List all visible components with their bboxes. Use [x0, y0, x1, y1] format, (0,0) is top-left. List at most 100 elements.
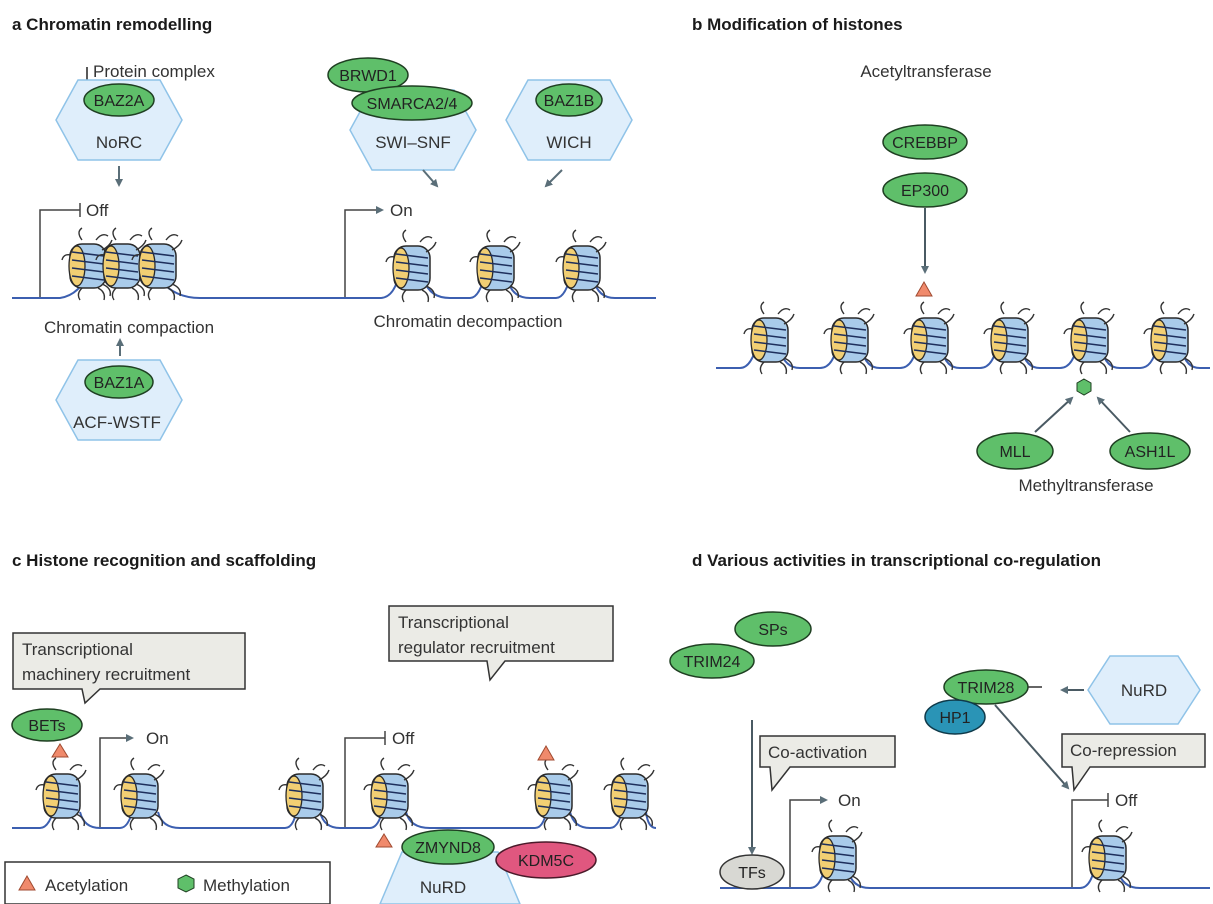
nucleosome-b2: [823, 301, 875, 375]
baz1a-label: BAZ1A: [94, 375, 145, 392]
ep300-label: EP300: [901, 183, 949, 200]
baz2a-label: BAZ2A: [94, 93, 145, 110]
ash1l-protein: [1109, 432, 1191, 470]
legend-methylation-label: Methylation: [203, 876, 290, 895]
panel-c-title: c Histone recognition and scaffolding: [12, 551, 316, 570]
corepression-arrow: [994, 704, 1070, 790]
compaction-label: Chromatin compaction: [44, 318, 214, 337]
on-promoter-d: [789, 796, 828, 888]
acetylation-mark-c1: [51, 743, 69, 758]
panel-d-title: d Various activities in transcriptional …: [692, 551, 1101, 570]
mll-protein: [976, 432, 1054, 470]
acetylation-mark-b: [915, 280, 933, 297]
bets-protein: [11, 708, 83, 742]
baz1b-protein: [535, 83, 603, 117]
nucleosome-b4: [983, 301, 1035, 375]
on-label-a: On: [390, 201, 413, 220]
ash1l-arrow: [1096, 396, 1131, 433]
legend-acetylation-label: Acetylation: [45, 876, 128, 895]
zmynd8-label: ZMYND8: [415, 840, 481, 857]
on-promoter-c: [99, 734, 134, 828]
hp1-label: HP1: [939, 710, 970, 727]
dna-strand-c: [12, 801, 657, 829]
nucleosome-c2: [113, 757, 165, 831]
decompaction-label: Chromatin decompaction: [374, 312, 563, 331]
baz2a-protein: [83, 83, 155, 117]
mll-arrow: [1034, 396, 1074, 433]
nucleosome-c3: [278, 757, 330, 831]
trim28-label: TRIM28: [958, 680, 1015, 697]
panel-a-title: a Chromatin remodelling: [12, 15, 212, 34]
machinery-callout-line2: machinery recruitment: [22, 665, 190, 684]
sps-protein: [734, 611, 812, 647]
dna-strand-a: [12, 269, 656, 299]
norc-label: NoRC: [96, 133, 142, 152]
panel-c: c Histone recognition and scaffolding Tr…: [4, 551, 657, 904]
nucleosome-b6: [1143, 301, 1195, 375]
protein-complex-label: Protein complex: [93, 62, 215, 81]
on-label-d: On: [838, 791, 861, 810]
zmynd8-protein: [401, 829, 495, 865]
swisnf-label: SWI–SNF: [375, 133, 451, 152]
dna-strand-d: [720, 859, 1210, 889]
on-label-c: On: [146, 729, 169, 748]
mll-label: MLL: [999, 444, 1030, 461]
baz1b-label: BAZ1B: [544, 93, 595, 110]
crebbp-protein: [882, 124, 968, 160]
legend-acetylation-icon: [18, 874, 36, 891]
nucleosome-c5: [527, 757, 579, 831]
acetylation-mark-c2: [537, 744, 555, 761]
off-promoter-d: [1071, 799, 1108, 888]
ash1l-label: ASH1L: [1125, 444, 1176, 461]
trim24-protein: [669, 643, 755, 679]
panel-d: d Various activities in transcriptional …: [669, 551, 1210, 893]
nucleosome-c1: [35, 757, 87, 831]
nucleosome-c4: [363, 757, 415, 831]
panel-a: a Chromatin remodelling Protein complex …: [12, 15, 656, 441]
brwd1-label: BRWD1: [339, 68, 397, 85]
kdm5c-label: KDM5C: [518, 853, 574, 870]
methyltransferase-label: Methyltransferase: [1018, 476, 1153, 495]
panel-b: b Modification of histones Acetyltransfe…: [692, 15, 1210, 495]
coactivation-label: Co-activation: [768, 743, 867, 762]
regulator-callout-line2: regulator recruitment: [398, 638, 555, 657]
smarca-label: SMARCA2/4: [367, 96, 458, 113]
nurd-label-d: NuRD: [1121, 681, 1167, 700]
nucleosome-b5: [1063, 301, 1115, 375]
corepression-callout: [1061, 733, 1206, 793]
acetyltransferase-label: Acetyltransferase: [860, 62, 991, 81]
off-label-d: Off: [1115, 791, 1138, 810]
acetylation-mark-c3: [375, 833, 393, 848]
crebbp-label: CREBBP: [892, 135, 958, 152]
tfs-label: TFs: [738, 865, 766, 882]
methylation-mark-b: [1076, 378, 1092, 396]
acf-label: ACF-WSTF: [73, 413, 161, 432]
coactivation-callout: [759, 735, 896, 792]
legend-methylation-icon: [177, 874, 195, 893]
kdm5c-protein: [495, 841, 597, 879]
legend-box: [4, 861, 331, 904]
off-promoter: [39, 209, 80, 298]
corepression-label: Co-repression: [1070, 741, 1177, 760]
regulator-callout: [388, 605, 614, 682]
wich-label: WICH: [546, 133, 591, 152]
dna-strand-b: [716, 339, 1210, 369]
ep300-protein: [882, 172, 968, 208]
nucleosome-b3: [903, 301, 955, 375]
hp1-protein: [924, 699, 986, 735]
off-label-a: Off: [86, 201, 109, 220]
wich-arrow: [544, 169, 563, 188]
sps-label: SPs: [758, 622, 787, 639]
smarca-protein: [351, 85, 473, 121]
swisnf-arrow: [422, 169, 439, 188]
tfs-protein: [719, 854, 785, 890]
off-label-c: Off: [392, 729, 415, 748]
baz1a-protein: [84, 365, 154, 399]
on-promoter: [344, 206, 384, 298]
nurd-complex-shape-d: [1087, 655, 1201, 725]
panel-b-title: b Modification of histones: [692, 15, 903, 34]
off-promoter-c: [344, 737, 385, 828]
regulator-callout-line1: Transcriptional: [398, 613, 509, 632]
machinery-callout-line1: Transcriptional: [22, 640, 133, 659]
